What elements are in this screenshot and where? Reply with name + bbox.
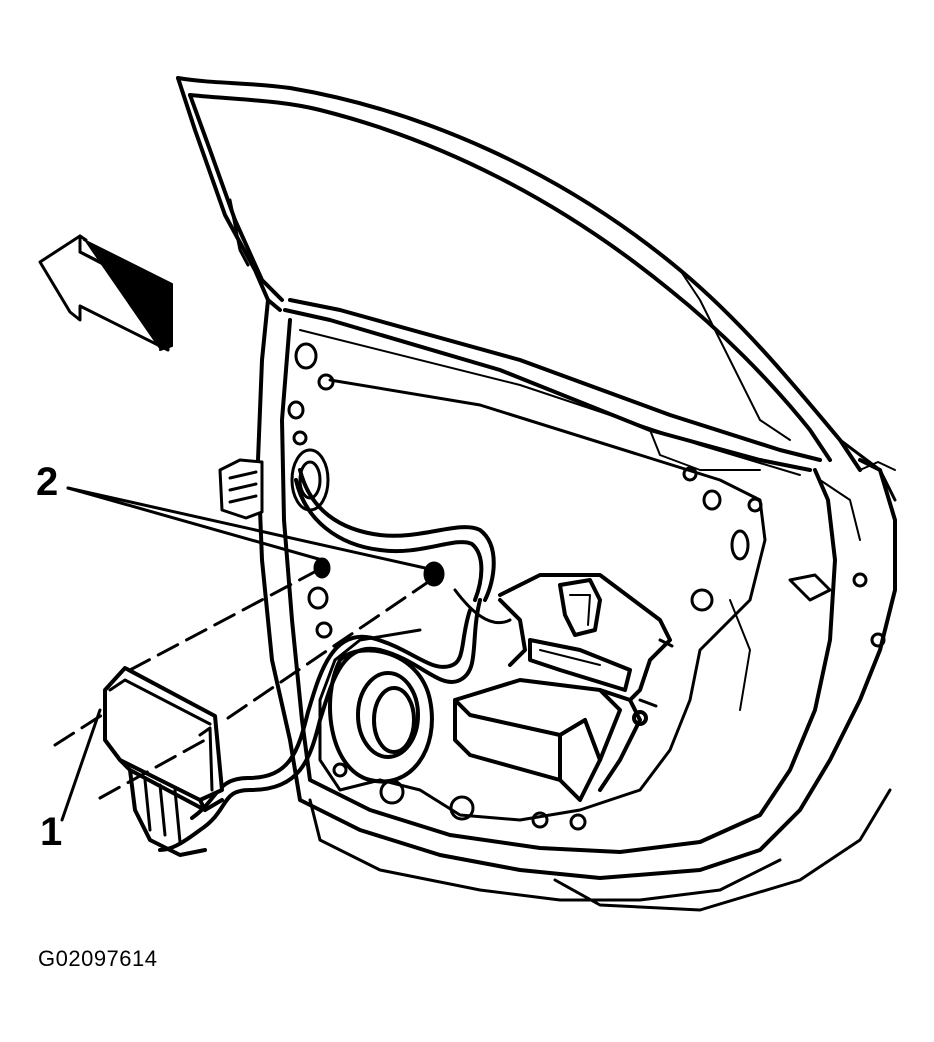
wiring-harness: [158, 468, 512, 852]
callout-leaders: [60, 486, 436, 822]
mounting-holes: [313, 557, 445, 587]
frame-clip: [218, 458, 264, 520]
window-frame: [176, 76, 862, 476]
figure-id: G02097614: [38, 946, 158, 971]
door-control-module: [103, 666, 224, 857]
door-inner-structure: [318, 269, 861, 822]
alignment-lines: [53, 566, 436, 800]
direction-arrow-icon: [38, 234, 173, 352]
door-inner-panel: [256, 298, 897, 912]
callout-2: 2: [36, 460, 59, 504]
speaker-opening: [328, 648, 434, 784]
callout-1: 1: [40, 810, 63, 854]
panel-holes: [287, 342, 886, 831]
window-regulator-motor: [453, 573, 674, 802]
